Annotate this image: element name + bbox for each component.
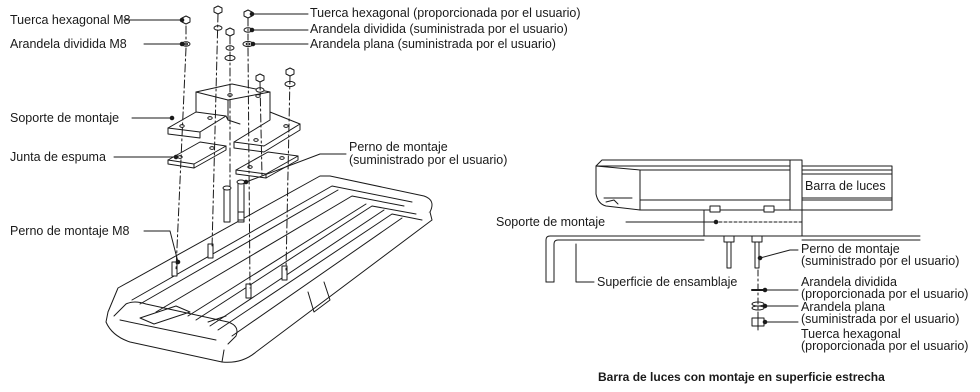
label-flat-washer-user: Arandela plana (suministrada por el usua… — [310, 37, 556, 51]
light-bar-icon — [106, 176, 432, 362]
light-bar-side — [596, 160, 892, 210]
label-split-washer-line1: Arandela dividida — [801, 275, 897, 289]
bolt-icon-side — [724, 236, 762, 268]
mounting-bracket-icon — [168, 84, 300, 152]
label-hex-nut-line2: (proporcionada por el usuario) — [801, 339, 969, 353]
split-washer-icon — [182, 28, 264, 92]
assembly-axes — [176, 14, 290, 288]
label-mounting-bolt-line1: Perno de montaje — [801, 242, 900, 256]
label-assembly-surface: Superficie de ensamblaje — [597, 275, 738, 289]
label-hex-nut-m8: Tuerca hexagonal M8 — [10, 13, 131, 27]
bolt-icon — [172, 180, 287, 298]
label-flat-washer-line1: Arandela plana — [801, 300, 886, 314]
bracket-side — [704, 206, 802, 236]
leader-lines-right — [576, 220, 798, 324]
label-light-bar: Barra de luces — [805, 179, 886, 193]
label-split-washer-line2: (proporcionada por el usuario) — [801, 287, 969, 301]
hex-nut-icon — [182, 6, 294, 82]
label-mounting-bolt-m8: Perno de montaje M8 — [10, 224, 130, 238]
label-split-washer-m8: Arandela dividida M8 — [10, 37, 127, 51]
caption-narrow-surface-mount: Barra de luces con montaje en superficie… — [598, 370, 885, 384]
label-foam-gasket: Junta de espuma — [10, 150, 106, 164]
assembly-surface-icon — [546, 236, 920, 282]
label-mounting-bracket: Soporte de montaje — [10, 111, 120, 125]
flat-washer-icon — [214, 26, 295, 87]
label-split-washer-user: Arandela dividida (suministrada por el u… — [310, 22, 568, 36]
label-mounting-bolt-line2: (suministrado por el usuario) — [801, 254, 960, 268]
label-flat-washer-line2: (suministrada por el usuario) — [801, 312, 960, 326]
label-hex-nut-line1: Tuerca hexagonal — [801, 327, 901, 341]
label-mounting-bolt-user-line1: Perno de montaje — [349, 140, 448, 154]
leader-lines-left — [114, 12, 346, 264]
label-mounting-bolt-user-line2: (suministrado por el usuario) — [349, 153, 508, 167]
label-mounting-bracket-right: Soporte de montaje — [496, 215, 606, 229]
foam-gasket-icon — [168, 142, 298, 178]
label-hex-nut-user: Tuerca hexagonal (proporcionada por el u… — [310, 6, 581, 20]
